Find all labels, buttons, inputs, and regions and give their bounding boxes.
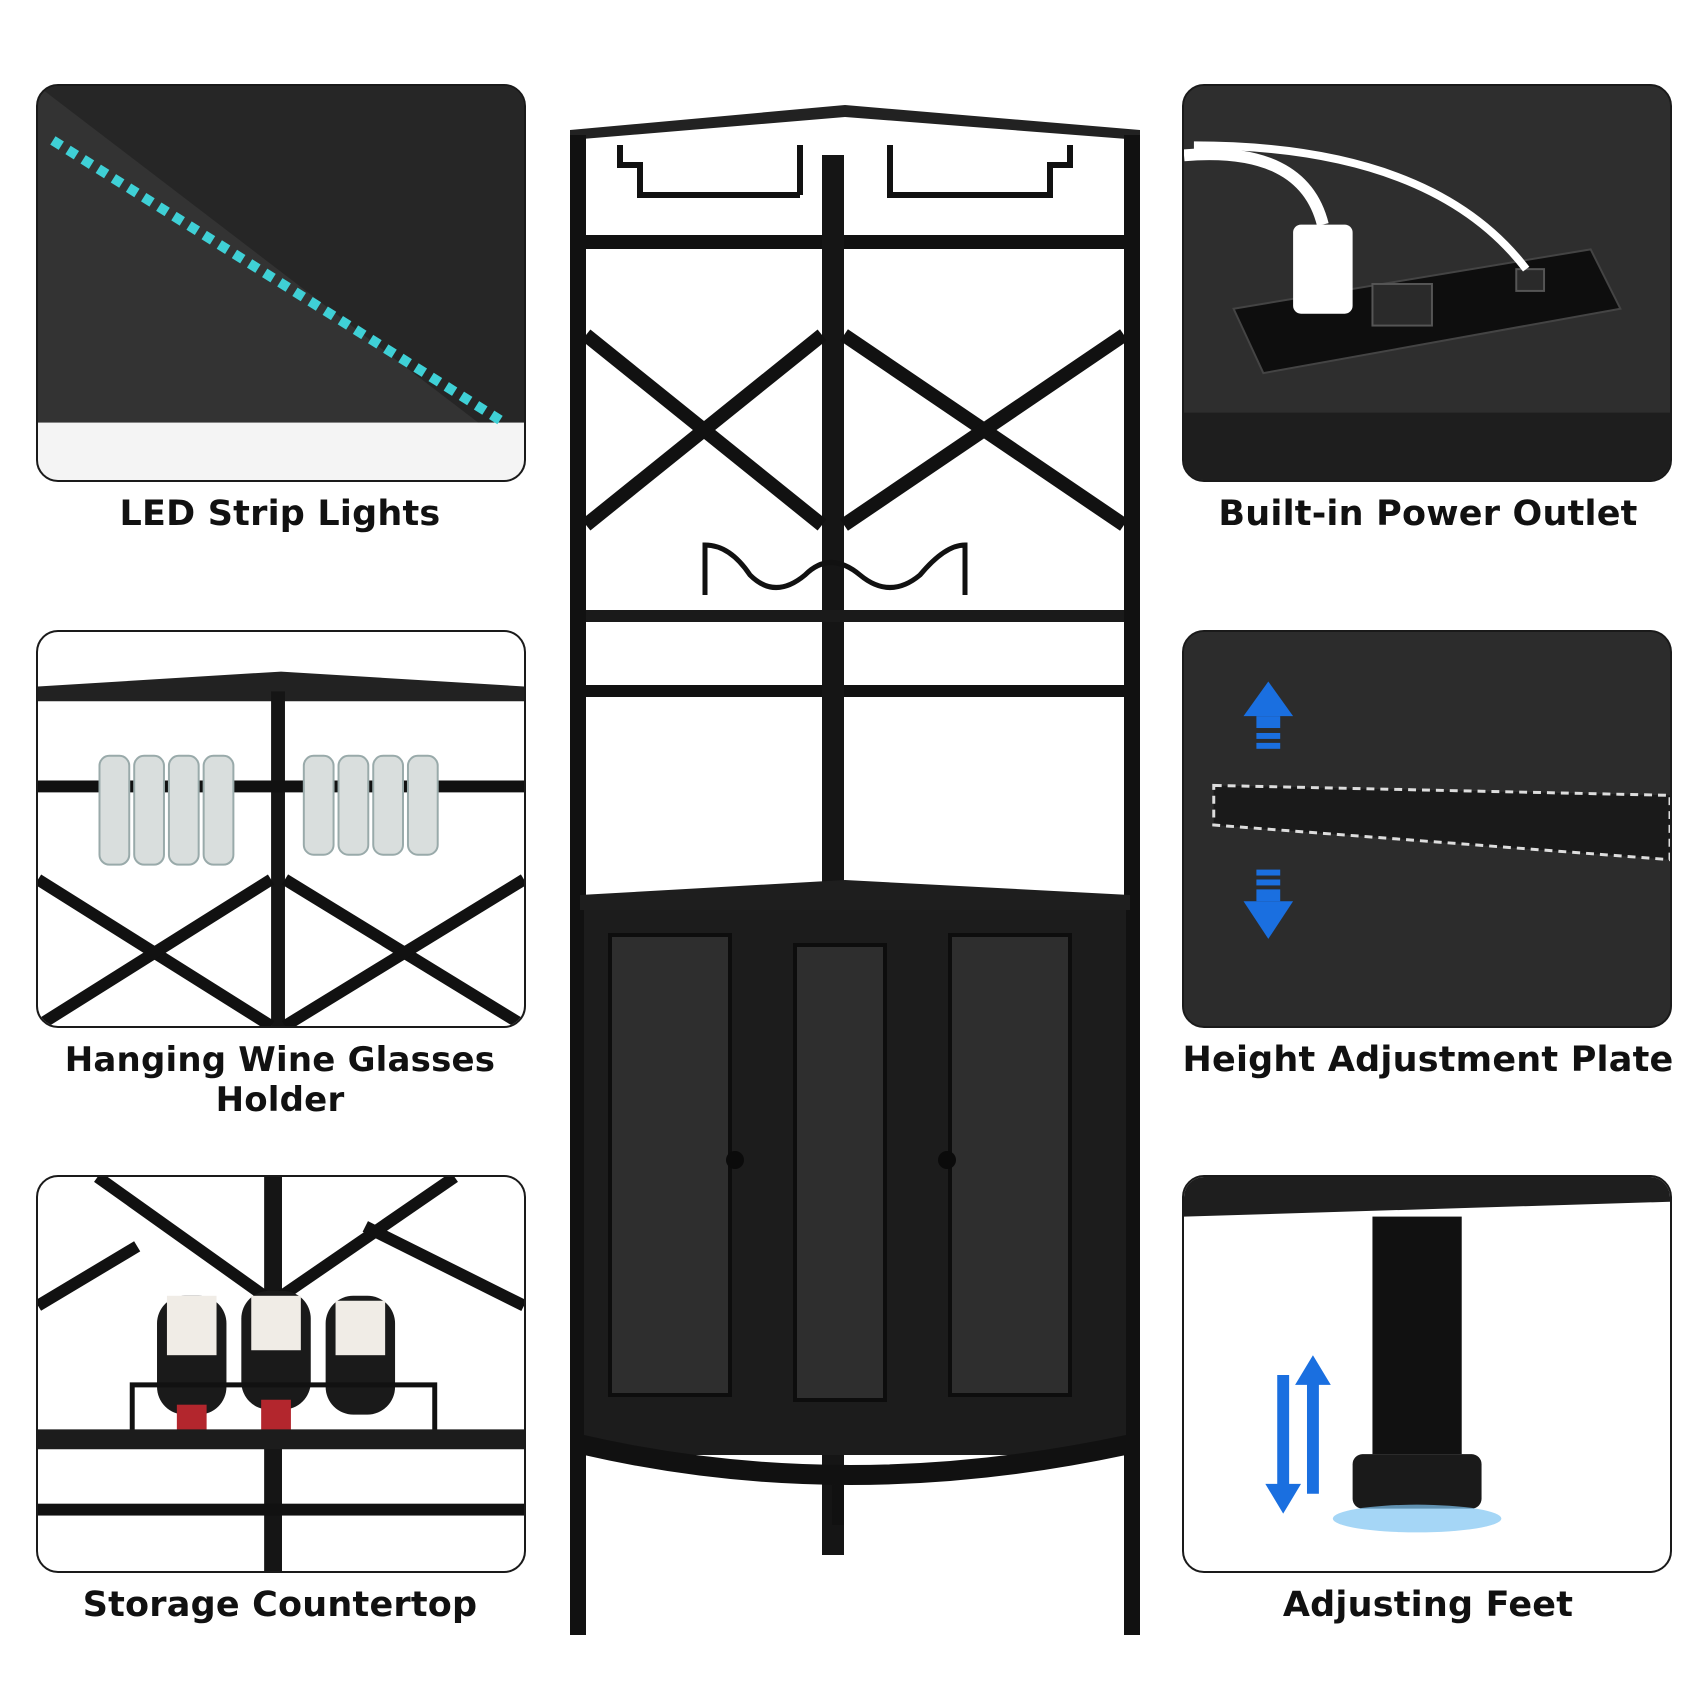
power-outlet-icon <box>1184 86 1670 480</box>
corner-bar-cabinet-image <box>560 95 1150 1645</box>
caption-adjusting-feet: Adjusting Feet <box>1282 1585 1574 1625</box>
caption-wine-glasses-holder: Hanging Wine Glasses Holder <box>64 1040 496 1120</box>
caption-led-strip-lights: LED Strip Lights <box>119 494 441 534</box>
cabinet-illustration <box>570 105 1140 1635</box>
adjusting-feet-panel <box>1182 1175 1672 1573</box>
wine-glasses-panel <box>36 630 526 1028</box>
leveling-foot-icon <box>1184 1177 1670 1571</box>
caption-power-outlet: Built-in Power Outlet <box>1218 494 1638 534</box>
wine-glass-icon <box>38 632 524 1026</box>
height-adjustment-panel <box>1182 630 1672 1028</box>
caption-height-adjustment-plate: Height Adjustment Plate <box>1182 1040 1674 1080</box>
power-outlet-panel <box>1182 84 1672 482</box>
storage-countertop-panel <box>36 1175 526 1573</box>
caption-storage-countertop: Storage Countertop <box>82 1585 478 1625</box>
led-strip-panel <box>36 84 526 482</box>
up-down-arrows-icon <box>1184 632 1670 1026</box>
wine-bottle-icon <box>38 1177 524 1571</box>
led-strip-icon <box>38 86 524 480</box>
